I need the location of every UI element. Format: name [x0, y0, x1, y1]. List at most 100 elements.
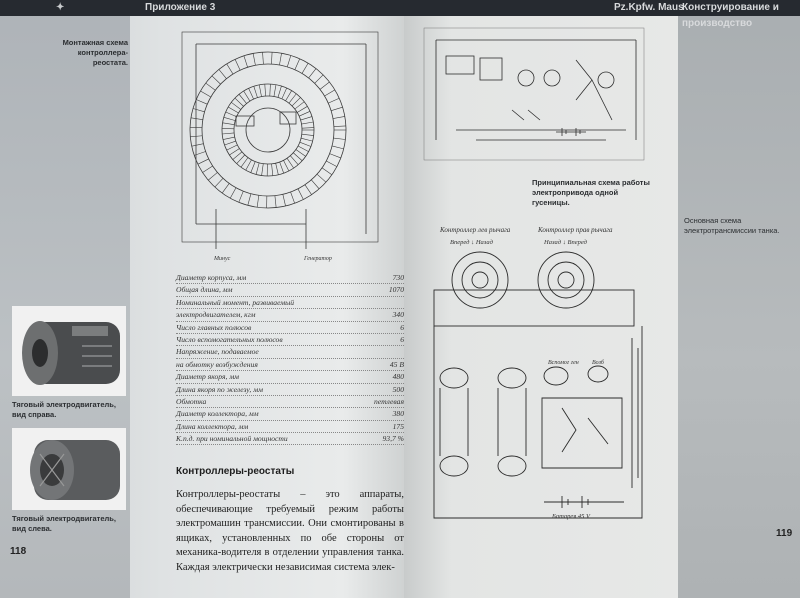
controller-contact-tick	[197, 158, 209, 165]
spec-label: Число вспомогательных полюсов	[176, 334, 283, 344]
controller-inner-tick	[232, 151, 243, 160]
controller-contact-tick	[196, 99, 208, 105]
spec-label: Обмотка	[176, 396, 207, 406]
spec-label: Число главных полюсов	[176, 322, 252, 332]
controller-contact-tick	[208, 172, 218, 181]
side-caption: Основная схема электротрансмиссии танка.	[684, 216, 780, 235]
controller-inner-tick	[243, 90, 251, 102]
spec-value: 730	[392, 273, 404, 282]
controller-inner-tick	[240, 157, 249, 168]
controller-inner-tick	[300, 137, 313, 142]
controller-contact-tick	[279, 53, 282, 66]
controller-inner-tick	[275, 163, 279, 175]
right-header-section: Конструирование и производство	[682, 2, 779, 29]
controller-contact-tick	[304, 184, 312, 195]
controller-contact-tick	[328, 98, 340, 104]
controller-contact-tick	[326, 160, 338, 167]
controller-contact-tick	[214, 178, 224, 188]
controller-contact-tick	[324, 89, 336, 97]
controller-contact-tick	[221, 183, 230, 194]
controller-contact-tick	[321, 167, 333, 175]
logo-icon: ✦	[56, 2, 65, 13]
controller-contact-tick	[202, 165, 213, 173]
controller-inner-tick	[297, 145, 309, 152]
controller-inner-tick	[258, 84, 262, 97]
spec-label: Диаметр коллектора, мм	[176, 409, 259, 419]
controller-contact-tick	[226, 63, 234, 75]
controller-inner-tick	[238, 94, 247, 104]
spec-label: Диаметр якоря, мм	[176, 372, 240, 382]
controller-contact-tick	[297, 188, 304, 200]
controller-inner-tick	[291, 97, 301, 107]
controller-inner-tick	[248, 88, 254, 100]
controller-inner-tick	[288, 93, 297, 104]
circuit-label-aux-generator: Вспомог ген	[548, 360, 579, 366]
controller-inner-tick	[279, 161, 285, 174]
spec-value: 1070	[388, 285, 404, 295]
right-header-model: Pz.Kpfw. Maus	[614, 2, 684, 13]
controller-wiring-diagram: Минус Генератор	[181, 31, 379, 262]
spec-row: Обмотка петлевая	[176, 396, 404, 409]
controller-inner-tick	[253, 86, 258, 98]
diagram-label-generator: Генератор	[303, 256, 332, 262]
spec-value: 380	[392, 409, 404, 419]
spec-label: Длина коллектора, мм	[176, 421, 249, 431]
left-header-title: Приложение 3	[145, 2, 216, 13]
diagram-label-minus: Минус	[213, 256, 231, 262]
track-drive-schematic	[423, 27, 645, 161]
right-margin	[678, 0, 800, 598]
controller-inner-tick	[283, 160, 290, 172]
controller-inner-tick	[231, 102, 242, 110]
section-heading: Контроллеры-реостаты	[176, 466, 295, 477]
spec-label: на обмотку возбуждения	[176, 359, 258, 369]
controller-contact-tick	[274, 195, 277, 208]
spec-label: Диаметр корпуса, мм	[176, 273, 247, 282]
controller-inner-tick	[285, 90, 292, 102]
controller-inner-tick	[222, 122, 235, 125]
controller-inner-tick	[296, 106, 308, 113]
controller-contact-tick	[243, 55, 248, 68]
controller-contact-tick	[190, 117, 203, 120]
spec-value: 340	[392, 310, 404, 320]
controller-inner-tick	[269, 84, 271, 97]
controller-inner-tick	[255, 162, 260, 175]
controller-inner-tick	[271, 163, 274, 176]
controller-contact-tick	[333, 125, 346, 127]
controller-inner-tick	[298, 111, 311, 117]
controller-inner-tick	[223, 117, 236, 121]
controller-contact-tick	[192, 108, 205, 113]
diagram-caption-left: Монтажная схема контроллера-реостата.	[62, 38, 128, 67]
controller-inner-tick	[229, 148, 240, 156]
controller-contact-tick	[218, 69, 227, 79]
controller-inner-tick	[245, 159, 252, 171]
spec-label: К.п.д. при номинальной мощности	[176, 434, 288, 444]
right-header: Pz.Kpfw. Maus Конструирование и производ…	[404, 0, 800, 29]
motor-photo-left-view	[12, 428, 126, 510]
controller-inner-tick	[290, 155, 299, 165]
controller-contact-tick	[332, 116, 345, 119]
controller-contact-tick	[331, 145, 344, 150]
spec-label: Номинальный момент, развиваемый	[176, 297, 295, 307]
spec-row: Напряжение, подаваемое	[176, 346, 404, 359]
controller-contact-tick	[211, 75, 221, 85]
left-page-number: 118	[10, 546, 27, 557]
spec-value: петлевая	[374, 396, 404, 406]
controller-contact-tick	[191, 143, 204, 147]
controller-inner-tick	[250, 161, 256, 173]
controller-contact-tick	[282, 194, 286, 207]
controller-inner-tick	[264, 84, 266, 97]
left-header: ✦ Приложение 3	[0, 0, 404, 16]
controller-inner-tick	[222, 132, 235, 135]
photo2-caption: Тяговый электродвигатель, вид слева.	[12, 514, 116, 533]
electrotransmission-circuit: Контроллер лев рычага Контроллер прав ры…	[433, 226, 643, 520]
spec-value: 500	[392, 384, 404, 394]
circuit-label-battery: Батарея 45 V	[551, 513, 591, 520]
controller-inner-tick	[224, 140, 236, 146]
controller-contact-tick	[238, 191, 244, 203]
controller-inner-tick	[301, 121, 314, 125]
controller-contact-tick	[194, 151, 206, 156]
